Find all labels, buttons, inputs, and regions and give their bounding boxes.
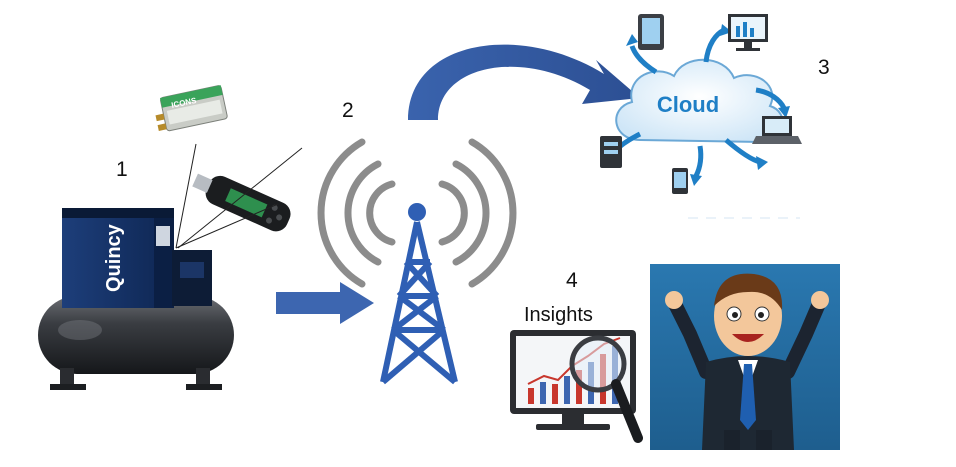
signal-waves: [317, 138, 517, 288]
analytics-monitor-illustration: [510, 330, 643, 443]
sensor-connector-lines: [175, 143, 303, 249]
magnifier-icon: [569, 335, 627, 393]
usb-sensor-image: [192, 173, 291, 232]
phone-icon: [672, 168, 688, 194]
step-4-number: 4: [566, 269, 578, 292]
arrow-to-cloud: [408, 44, 640, 120]
desktop-monitor-icon: [728, 14, 768, 51]
cloud-label: Cloud: [657, 92, 719, 117]
compressor-brand-text: Quincy: [103, 223, 125, 292]
step-1-number: 1: [116, 158, 128, 181]
compressor-illustration: Quincy: [38, 208, 234, 390]
sensor-gateway-image: ICONS: [155, 85, 228, 132]
server-icon: [600, 136, 622, 168]
tablet-icon: [638, 14, 664, 50]
radio-tower: [380, 203, 458, 385]
laptop-icon: [752, 116, 802, 144]
happy-businessman-image: [650, 264, 840, 450]
step-2-number: 2: [342, 99, 354, 122]
arrow-to-tower: [276, 282, 374, 324]
step-3-number: 3: [818, 56, 830, 79]
insights-label: Insights: [524, 304, 593, 326]
cloud-network-illustration: Cloud: [600, 14, 802, 219]
